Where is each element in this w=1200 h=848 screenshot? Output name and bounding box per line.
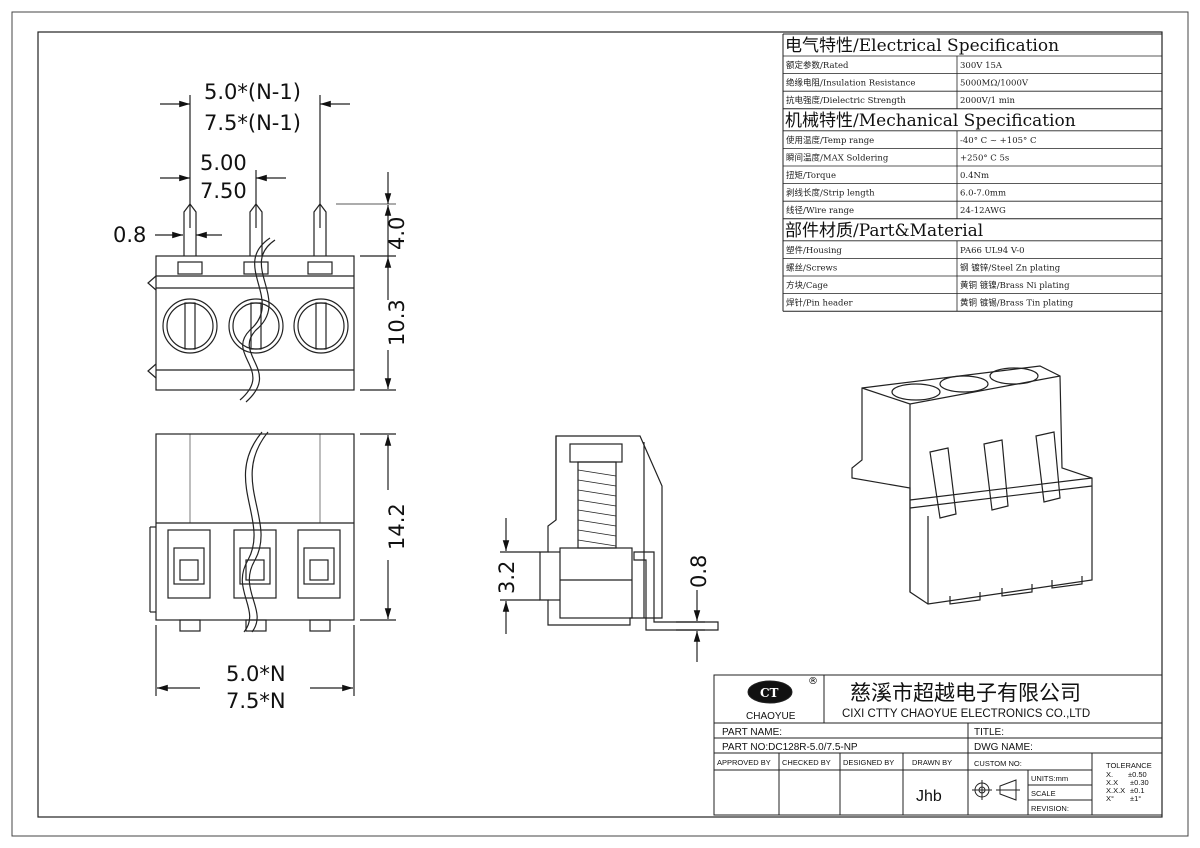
company-name-en: CIXI CTTY CHAOYUE ELECTRONICS CO.,LTD	[842, 708, 1090, 720]
spec-row-value: 钢 镀锌/Steel Zn plating	[960, 262, 1061, 273]
spec-table: 电气特性/Electrical Specification 额定参数/Rated 3…	[782, 33, 1163, 312]
company-logo	[747, 680, 793, 704]
svg-text:CT: CT	[760, 686, 779, 700]
spec-row-label: 方块/Cage	[786, 280, 828, 291]
tolerance-val-1: ±0.30	[1130, 778, 1149, 787]
designed-by-label: DESIGNED BY	[843, 758, 894, 767]
spec-row-label: 焊针/Pin header	[786, 298, 854, 309]
drawn-by-label: DRAWN BY	[912, 758, 952, 767]
spec-row-value: 0.4Nm	[960, 171, 989, 181]
outer-border	[11, 11, 1189, 837]
spec-section-title: 机械特性/Mechanical Specification	[785, 111, 1076, 131]
units-label: UNITS:mm	[1031, 774, 1068, 783]
spec-section-title: 电气特性/Electrical Specification	[785, 36, 1059, 56]
front-view	[149, 431, 396, 696]
top-view	[147, 95, 396, 403]
dim-pitch-n1-b: 7.5*(N-1)	[204, 111, 301, 135]
title-label: TITLE:	[974, 727, 1004, 738]
dim-total-width-b: 7.5*N	[226, 689, 286, 713]
company-name-cn: 慈溪市超越电子有限公司	[850, 681, 1081, 705]
spec-row-label: 额定参数/Rated	[786, 60, 849, 71]
spec-row-value: 300V 15A	[960, 61, 1003, 71]
dim-side-pin: 0.8	[687, 555, 711, 588]
inner-border	[37, 31, 1163, 818]
spec-row-label: 剥线长度/Strip length	[786, 188, 875, 199]
checked-by-label: CHECKED BY	[782, 758, 831, 767]
spec-row-value: 5000MΩ/1000V	[960, 79, 1029, 89]
custom-no-label: CUSTOM NO:	[974, 759, 1022, 768]
tolerance-val-0: ±0.50	[1128, 770, 1147, 779]
spec-row-value: +250° C 5s	[960, 153, 1009, 163]
spec-row-value: 6.0-7.0mm	[960, 189, 1006, 199]
spec-row-label: 扭矩/Torque	[786, 170, 836, 181]
dimension-labels: 5.0*(N-1) 7.5*(N-1) 5.00 7.50 0.8 4.0 10…	[113, 80, 711, 713]
side-view	[500, 435, 719, 662]
dwg-name-label: DWG NAME:	[974, 742, 1033, 753]
title-block-text: ® CHAOYUE 慈溪市超越电子有限公司 CIXI CTTY CHAOYUE …	[717, 676, 1152, 813]
title-block: CT	[713, 674, 1163, 816]
logo-text: CHAOYUE	[746, 711, 796, 722]
spec-row-value: 24-12AWG	[960, 206, 1006, 216]
spec-row-value: 黄铜 镀锡/Brass Tin plating	[960, 298, 1074, 309]
tolerance-val-3: ±1°	[1130, 794, 1141, 803]
dim-pitch-b: 7.50	[200, 179, 247, 203]
spec-row-label: 抗电强度/Dielectric Strength	[786, 95, 906, 106]
dim-body-height-top: 10.3	[385, 299, 409, 346]
logo-mark: ®	[808, 676, 818, 687]
dim-side-height: 3.2	[495, 561, 519, 594]
approved-by-label: APPROVED BY	[717, 758, 771, 767]
spec-row-label: 使用温度/Temp range	[786, 135, 874, 146]
dim-pin-height: 4.0	[385, 217, 409, 250]
dim-pitch-a: 5.00	[200, 151, 247, 175]
spec-section-title: 部件材质/Part&Material	[785, 221, 983, 241]
spec-row-label: 螺丝/Screws	[786, 262, 837, 273]
spec-row-value: PA66 UL94 V-0	[960, 246, 1025, 256]
tolerance-val-2: ±0.1	[1130, 786, 1145, 795]
spec-row-label: 绝缘电阻/Insulation Resistance	[786, 78, 915, 89]
part-number: PART NO:DC128R-5.0/7.5-NP	[722, 742, 858, 753]
isometric-view	[851, 365, 1093, 605]
spec-row-label: 塑件/Housing	[786, 245, 842, 256]
dim-pin-width: 0.8	[113, 223, 146, 247]
tolerance-key-0: X.	[1106, 770, 1113, 779]
dim-total-width-a: 5.0*N	[226, 662, 286, 686]
scale-label: SCALE	[1031, 789, 1056, 798]
spec-row-value: -40° C ~ +105° C	[960, 136, 1036, 146]
part-name-label: PART NAME:	[722, 727, 782, 738]
revision-label: REVISION:	[1031, 804, 1069, 813]
dim-body-height-front: 14.2	[385, 503, 409, 550]
spec-row-label: 瞬间温度/MAX Soldering	[786, 152, 889, 163]
tolerance-title: TOLERANCE	[1106, 761, 1152, 770]
spec-row-value: 2000V/1 min	[960, 96, 1016, 106]
tolerance-key-2: X.X.X	[1106, 786, 1125, 795]
drawn-by-value: Jhb	[916, 788, 942, 805]
tolerance-key-3: X°	[1106, 794, 1114, 803]
spec-row-value: 黄铜 镀镍/Brass Ni plating	[960, 280, 1070, 291]
dim-pitch-n1-a: 5.0*(N-1)	[204, 80, 301, 104]
tolerance-key-1: X.X	[1106, 778, 1118, 787]
spec-row-label: 线径/Wire range	[786, 205, 854, 216]
